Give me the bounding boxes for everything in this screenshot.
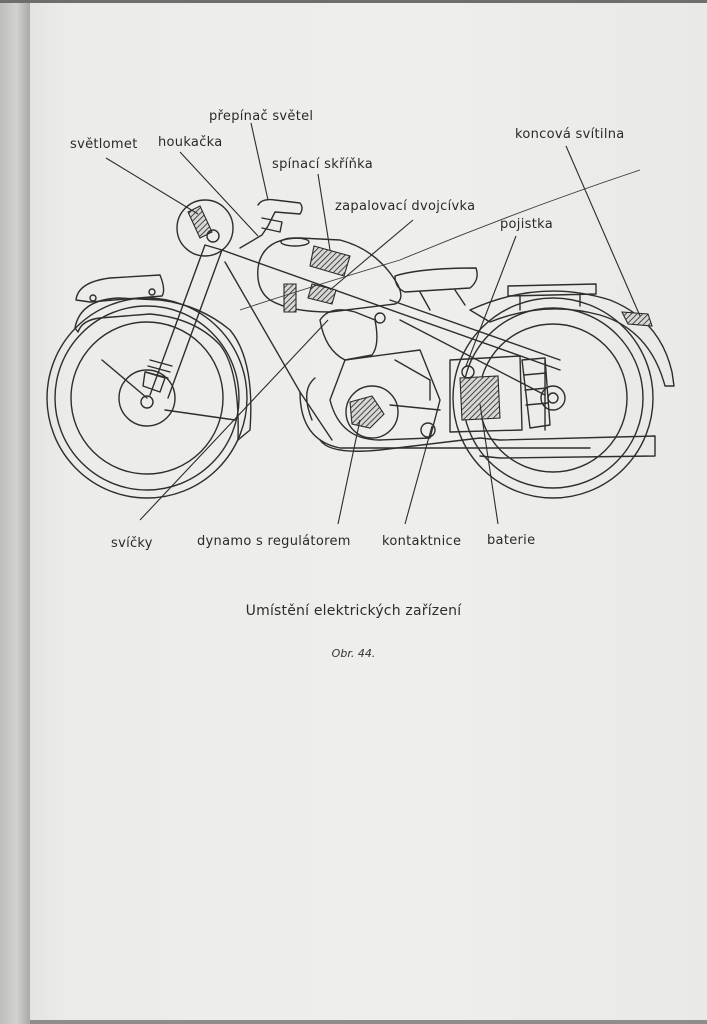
- front-wheel: [46, 297, 248, 499]
- label-baterie: baterie: [487, 533, 535, 548]
- label-kontaktnice: kontaktnice: [382, 534, 461, 549]
- frame: [221, 249, 591, 449]
- label-spinaci-skrinka: spínací skříňka: [272, 157, 373, 172]
- label-dynamo-s-regulatorem: dynamo s regulátorem: [197, 534, 351, 549]
- battery-box: [449, 355, 523, 433]
- label-pojistka: pojistka: [500, 217, 553, 232]
- tail-lamp: [621, 311, 653, 327]
- book-spine-shadow: [0, 0, 30, 1024]
- luggage-carrier: [507, 283, 597, 311]
- ignition-coil: [307, 283, 337, 305]
- label-svicky: svíčky: [111, 536, 153, 551]
- label-houkacka: houkačka: [158, 135, 223, 150]
- figure-number: Obr. 44.: [331, 647, 376, 660]
- headlamp: [176, 199, 234, 257]
- label-zapalovaci-dvojcivka: zapalovací dvojcívka: [335, 199, 475, 214]
- callout-labels: přepínač světel světlomet houkačka spína…: [70, 109, 625, 551]
- figure-caption: Umístění elektrických zařízení: [245, 603, 462, 619]
- handlebar: [239, 198, 303, 249]
- engine: [306, 309, 441, 441]
- motorcycle-drawing: [46, 169, 675, 499]
- ignition-switch-box: [309, 245, 351, 277]
- exhaust-pipe: [319, 435, 656, 459]
- front-fork: [101, 244, 236, 421]
- front-mudguard: [74, 297, 252, 441]
- page-top-edge: [0, 0, 707, 3]
- leader-lines: [105, 122, 641, 525]
- seat: [394, 267, 478, 293]
- rear-mudguard: [469, 290, 675, 387]
- page-leaf: [30, 0, 707, 1020]
- label-koncova-svitilna: koncová svítilna: [515, 127, 625, 142]
- label-svetlomet: světlomet: [70, 137, 138, 152]
- label-prepinac-svetel: přepínač světel: [209, 109, 313, 124]
